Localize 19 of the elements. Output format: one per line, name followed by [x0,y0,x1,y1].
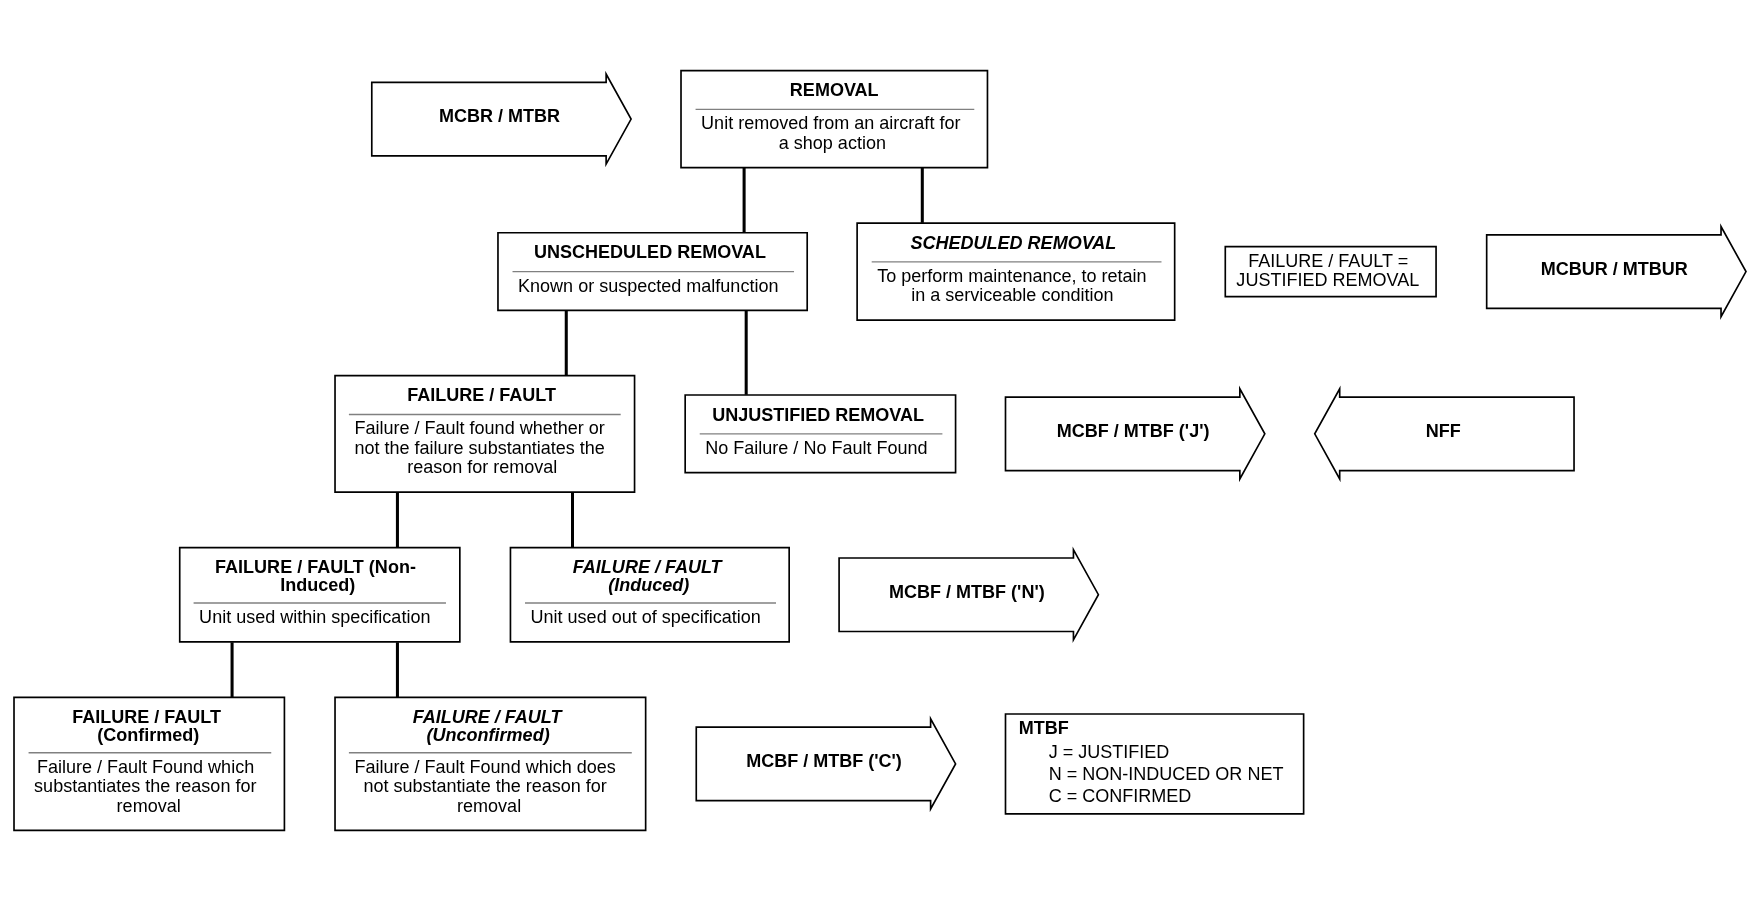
node-box: FAILURE / FAULT (Non-Induced) Unit used within specification [178,546,461,643]
connector [395,642,399,698]
node-box: UNSCHEDULED REMOVAL Known or suspected malfunction [497,231,809,312]
node-box: FAILURE / FAULT (Induced) Unit used out of specification [509,546,790,643]
node-box: UNJUSTIFIED REMOVAL No Failure / No Fault Found [684,394,957,474]
connector [395,492,399,548]
connector [230,642,234,698]
connector [570,492,575,548]
node-box: MTBF J = JUSTIFIED N = NON-INDUCED OR NET C = CONFIRMED [1004,713,1305,815]
node-box: FAILURE / FAULT (Unconfirmed) Failure / Fault Found which does not substantiate the reason for removal [334,696,647,832]
connector [920,167,924,223]
node-box: FAILURE / FAULT Failure / Fault found whether or not the failure substantiates the reason for removal [334,374,636,493]
node-box: REMOVAL Unit removed from an aircraft for a shop action [680,69,989,169]
node-box: SCHEDULED REMOVAL To perform maintenance, to retain in a serviceable condition [856,222,1176,321]
connector [744,310,748,395]
connector [564,310,568,375]
connector [742,167,746,233]
node-box: FAILURE / FAULT = JUSTIFIED REMOVAL [1224,245,1437,298]
node-box: FAILURE / FAULT (Confirmed) Failure / Fault Found which substantiates the reason for removal [13,696,286,832]
